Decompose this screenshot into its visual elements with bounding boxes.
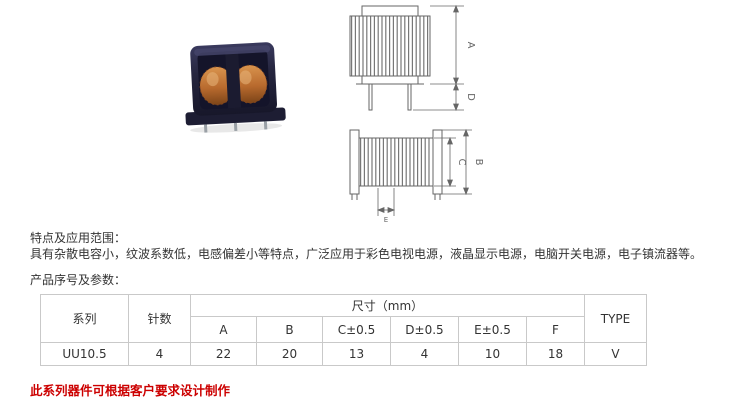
dim-label-b: B bbox=[473, 159, 484, 166]
header-type: TYPE bbox=[584, 294, 647, 343]
features-body: 具有杂散电容小，纹波系数低，电感偏差小等特点，广泛应用于彩色电视电源，液晶显示电… bbox=[30, 247, 703, 261]
cell-dim-e: 10 bbox=[458, 342, 527, 366]
params-title: 产品序号及参数： bbox=[30, 273, 127, 287]
header-dim-a: A bbox=[190, 316, 257, 343]
cell-dim-a: 22 bbox=[190, 342, 257, 366]
front-view-svg: A D bbox=[349, 4, 476, 112]
cell-dim-d: 4 bbox=[390, 342, 459, 366]
header-dim-e: E±0.5 bbox=[458, 316, 527, 343]
dim-label-e: E bbox=[384, 216, 388, 224]
cell-pins: 4 bbox=[128, 342, 191, 366]
side-view-svg: C B E bbox=[349, 128, 484, 224]
dim-label-d: D bbox=[465, 93, 476, 101]
component-pins bbox=[203, 121, 268, 133]
table-row: UU10.5 4 22 20 13 4 10 18 V bbox=[40, 342, 647, 366]
header-dim-f: F bbox=[526, 316, 585, 343]
component-photo-svg bbox=[185, 42, 286, 133]
cell-dim-b: 20 bbox=[256, 342, 323, 366]
side-view-outline bbox=[349, 129, 443, 200]
cell-dim-c: 13 bbox=[322, 342, 391, 366]
cell-series: UU10.5 bbox=[40, 342, 129, 366]
header-pins: 针数 bbox=[128, 294, 191, 343]
cell-type: V bbox=[584, 342, 647, 366]
drawing-side-view: C B E bbox=[338, 120, 486, 224]
dim-label-a: A bbox=[465, 42, 476, 49]
custom-design-note: 此系列器件可根据客户要求设计制作 bbox=[30, 383, 231, 398]
spec-table: 系列 针数 尺寸（mm） TYPE A B C±0.5 D±0.5 E±0.5 … bbox=[40, 294, 647, 366]
features-title: 特点及应用范围： bbox=[30, 231, 127, 245]
dimension-c: C bbox=[434, 136, 467, 188]
header-series: 系列 bbox=[40, 294, 129, 343]
component-body bbox=[185, 42, 286, 133]
drawing-front-view: A D bbox=[332, 2, 482, 120]
cell-dim-f: 18 bbox=[526, 342, 585, 366]
front-view-outline bbox=[349, 5, 431, 111]
dim-label-c: C bbox=[456, 159, 467, 166]
core-top-highlight bbox=[194, 45, 271, 56]
core-center-leg bbox=[225, 50, 242, 109]
header-dim-d: D±0.5 bbox=[390, 316, 459, 343]
component-photo bbox=[178, 38, 290, 134]
dimension-d: D bbox=[413, 82, 476, 112]
dimension-e: E bbox=[376, 188, 396, 224]
dimension-a: A bbox=[430, 4, 476, 86]
header-size-group: 尺寸（mm） bbox=[190, 294, 585, 317]
header-dim-c: C±0.5 bbox=[322, 316, 391, 343]
dimension-b: B bbox=[442, 128, 484, 196]
header-dim-b: B bbox=[256, 316, 323, 343]
copper-windings bbox=[199, 64, 268, 106]
